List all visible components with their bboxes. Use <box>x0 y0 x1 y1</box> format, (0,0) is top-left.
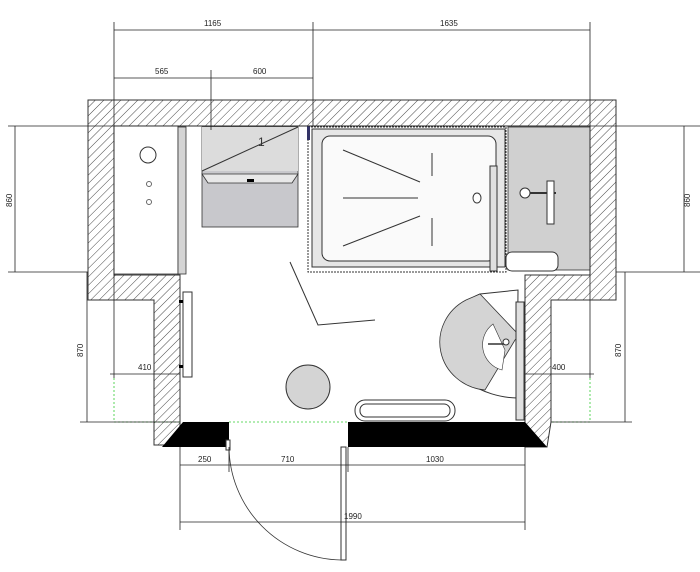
swing-line <box>289 261 376 326</box>
dim-top-left: 1165 <box>204 19 222 28</box>
dim-left-upper: 860 <box>5 193 14 207</box>
entry-door <box>225 439 347 561</box>
threshold-right <box>348 422 547 447</box>
dim-left-lower: 870 <box>76 343 85 357</box>
dimension-lines <box>8 22 700 530</box>
dim-right-depth: 400 <box>552 363 566 372</box>
dim-bottom-total: 1990 <box>344 512 362 521</box>
dim-bottom-b: 710 <box>281 455 295 464</box>
shower-tray <box>307 126 507 273</box>
dim-right-lower: 870 <box>614 343 623 357</box>
niche-circle-icon <box>139 146 157 164</box>
dim-left-depth: 410 <box>138 363 152 372</box>
cabinet: 1 <box>201 126 299 228</box>
shower-mixer <box>505 126 591 272</box>
dim-right-upper: 860 <box>683 193 692 207</box>
threshold-left <box>162 422 229 447</box>
dim-bottom-a: 250 <box>198 455 212 464</box>
corner-sink <box>439 289 525 421</box>
stool <box>285 364 331 410</box>
cabinet-label: 1 <box>258 135 265 149</box>
dim-bottom-c: 1030 <box>426 455 444 464</box>
wall-niche <box>113 125 187 275</box>
dim-sub-right: 600 <box>253 67 267 76</box>
dim-top-right: 1635 <box>440 19 458 28</box>
towel-rail <box>182 291 193 378</box>
dim-sub-left: 565 <box>155 67 169 76</box>
drain-icon <box>472 192 482 204</box>
